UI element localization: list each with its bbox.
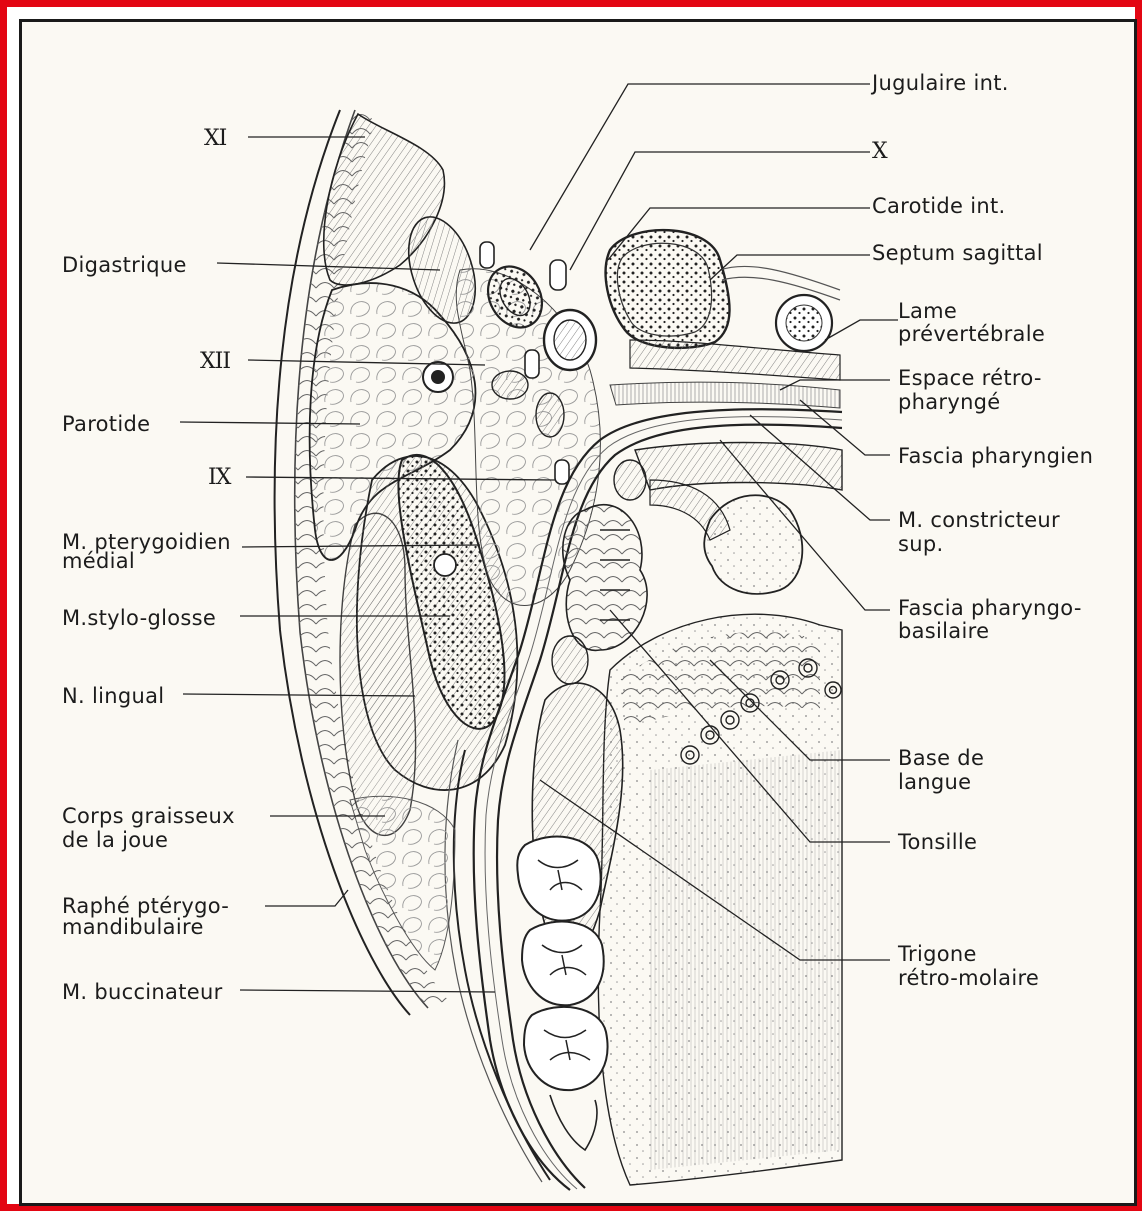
muscle-stylopharyngeus: [614, 460, 646, 500]
label-septum: Septum sagittal: [872, 241, 1043, 265]
label-constricteur-2: sup.: [898, 532, 943, 556]
nerve-glossopharyngeal: [555, 460, 569, 484]
label-pharyngo-2: basilaire: [898, 619, 989, 643]
label-trigone-1: Trigone: [898, 942, 977, 966]
nerve-vagus: [550, 260, 566, 290]
label-base-2: langue: [898, 770, 971, 794]
label-espace-1: Espace rétro-: [898, 366, 1042, 390]
nerve-accessory: [480, 242, 494, 268]
label-constricteur-1: M. constricteur: [898, 508, 1060, 532]
label-carotide: Carotide int.: [872, 194, 1006, 218]
label-ix: IX: [208, 466, 230, 490]
label-digastrique: Digastrique: [62, 253, 187, 277]
label-espace-2: pharyngé: [898, 390, 1001, 414]
label-raphe-2: mandibulaire: [62, 915, 204, 939]
label-tonsille: Tonsille: [898, 830, 977, 854]
label-trigone-2: rétro-molaire: [898, 966, 1039, 990]
label-lingual: N. lingual: [62, 684, 164, 708]
muscle-styloid-group: [536, 393, 564, 437]
label-corps-2: de la joue: [62, 828, 168, 852]
label-pterygoidien-2: médial: [62, 549, 135, 573]
label-parotide: Parotide: [62, 412, 150, 436]
figure-panel: XI Digastrique XII Parotide IX M. pteryg…: [19, 19, 1137, 1206]
nerve-hypoglossal: [525, 350, 539, 378]
label-lame-1: Lame: [898, 299, 957, 323]
mandibular-canal: [434, 554, 456, 576]
label-xii: XII: [200, 350, 230, 374]
label-buccinateur: M. buccinateur: [62, 980, 223, 1004]
label-lame-2: prévertébrale: [898, 322, 1045, 346]
label-pharyngo-1: Fascia pharyngo-: [898, 596, 1082, 620]
label-xi: XI: [204, 127, 226, 151]
label-jugulaire: Jugulaire int.: [872, 71, 1009, 95]
label-x: X: [872, 140, 887, 164]
muscle-masseter: [340, 513, 416, 835]
label-fascia-pharyngien: Fascia pharyngien: [898, 444, 1093, 468]
label-corps-1: Corps graisseux: [62, 804, 235, 828]
label-stylo-glosse: M.stylo-glosse: [62, 606, 216, 630]
label-base-1: Base de: [898, 746, 984, 770]
tonsillar-lobules: [563, 505, 647, 651]
